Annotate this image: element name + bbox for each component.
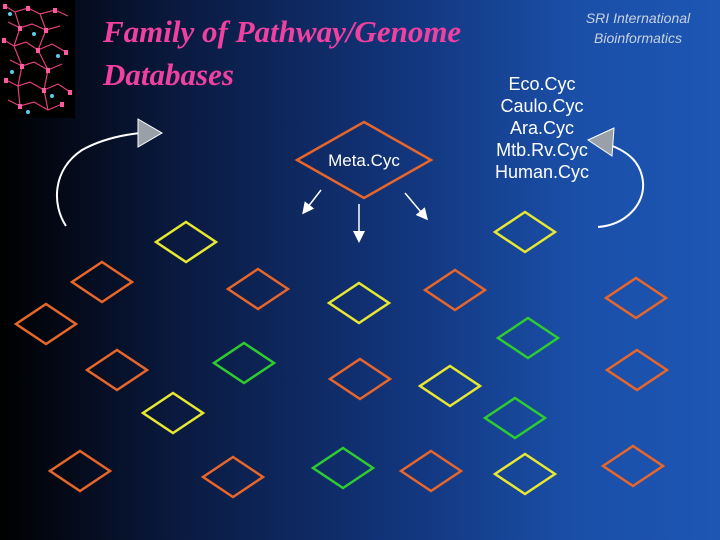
database-ecocyc: Eco.Cyc xyxy=(508,74,576,94)
database-diamond xyxy=(492,452,558,496)
cycle-arrow-left-head xyxy=(137,118,163,148)
database-diamond xyxy=(604,348,670,392)
database-diamond xyxy=(600,444,666,488)
database-diamond xyxy=(13,302,79,346)
database-diamond xyxy=(422,268,488,312)
database-mtbrvcyc: Mtb.Rv.Cyc xyxy=(496,140,588,160)
database-diamond xyxy=(84,348,150,392)
database-diamond xyxy=(327,357,393,401)
title-line-2: Databases xyxy=(103,57,234,92)
database-diamond xyxy=(603,276,669,320)
database-diamond xyxy=(200,455,266,499)
database-diamond xyxy=(326,281,392,325)
derivation-arrow-left xyxy=(302,189,322,215)
pathway-network-graphic xyxy=(2,4,72,114)
database-aracyc: Ara.Cyc xyxy=(509,118,574,138)
title-line-1: Family of Pathway/Genome xyxy=(103,14,462,49)
cycle-arrow-left-curve xyxy=(55,132,141,227)
database-diamond xyxy=(482,396,548,440)
pathway-thumbnail-image xyxy=(0,0,75,118)
database-diamond xyxy=(47,449,113,493)
database-humancyc: Human.Cyc xyxy=(494,162,590,182)
database-diamond xyxy=(310,446,376,490)
page-title: Family of Pathway/Genome Databases xyxy=(103,10,503,96)
database-diamond xyxy=(492,210,558,254)
metacyc-diamond xyxy=(294,120,434,200)
database-diamond xyxy=(69,260,135,304)
database-diamond xyxy=(140,391,206,435)
database-diamond xyxy=(417,364,483,408)
database-list: Eco.Cyc Caulo.Cyc Ara.Cyc Mtb.Rv.Cyc Hum… xyxy=(478,73,606,183)
database-diamond xyxy=(225,267,291,311)
organization-name: SRI International xyxy=(585,10,691,26)
organization-unit: Bioinformatics xyxy=(594,30,682,46)
database-diamond xyxy=(153,220,219,264)
database-diamond xyxy=(495,316,561,360)
database-diamond xyxy=(211,341,277,385)
derivation-arrow-right xyxy=(404,192,428,221)
database-caulocyc: Caulo.Cyc xyxy=(500,96,584,116)
cycle-arrow-right-curve xyxy=(597,144,645,228)
organization-credit: SRI International Bioinformatics xyxy=(558,8,718,48)
cycle-arrow-right-head xyxy=(586,127,615,157)
metacyc-label: Meta.Cyc xyxy=(328,151,400,170)
database-diamond xyxy=(398,449,464,493)
